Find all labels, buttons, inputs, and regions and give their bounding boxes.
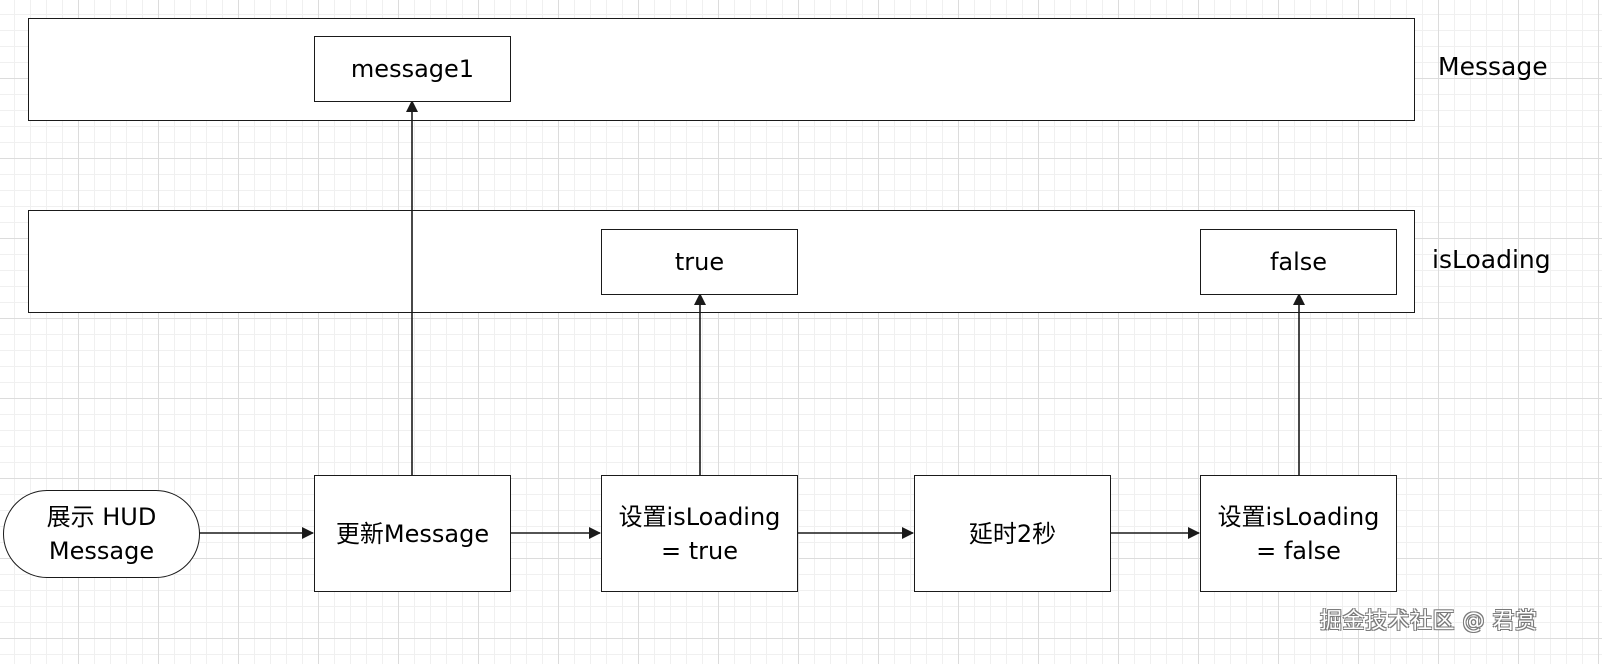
false-state-box: false [1200,229,1397,295]
message-lane [28,18,1415,121]
set-loading-false-box: 设置isLoading = false [1200,475,1397,592]
update-message-box: 更新Message [314,475,511,592]
isloading-lane-label: isLoading [1432,245,1551,274]
set-loading-true-box: 设置isLoading = true [601,475,798,592]
start-terminal-line1: 展示 HUD [46,503,157,531]
delay-text: 延时2秒 [968,519,1057,548]
set-loading-true-line1: 设置isLoading [618,502,781,531]
set-loading-true-line2: = true [661,536,738,565]
true-state-box: true [601,229,798,295]
set-loading-false-line2: = false [1256,536,1341,565]
true-state-text: true [674,248,725,276]
start-terminal-line2: Message [48,537,155,565]
set-loading-false-line1: 设置isLoading [1217,502,1380,531]
delay-box: 延时2秒 [914,475,1111,592]
update-message-text: 更新Message [335,519,490,548]
message1-state-box: message1 [314,36,511,102]
watermark-text: 掘金技术社区 @ 君赏 [1320,609,1538,634]
start-terminal: 展示 HUD Message [3,490,200,578]
message-lane-label: Message [1438,52,1548,81]
message1-state-text: message1 [350,55,475,83]
false-state-text: false [1269,248,1328,276]
